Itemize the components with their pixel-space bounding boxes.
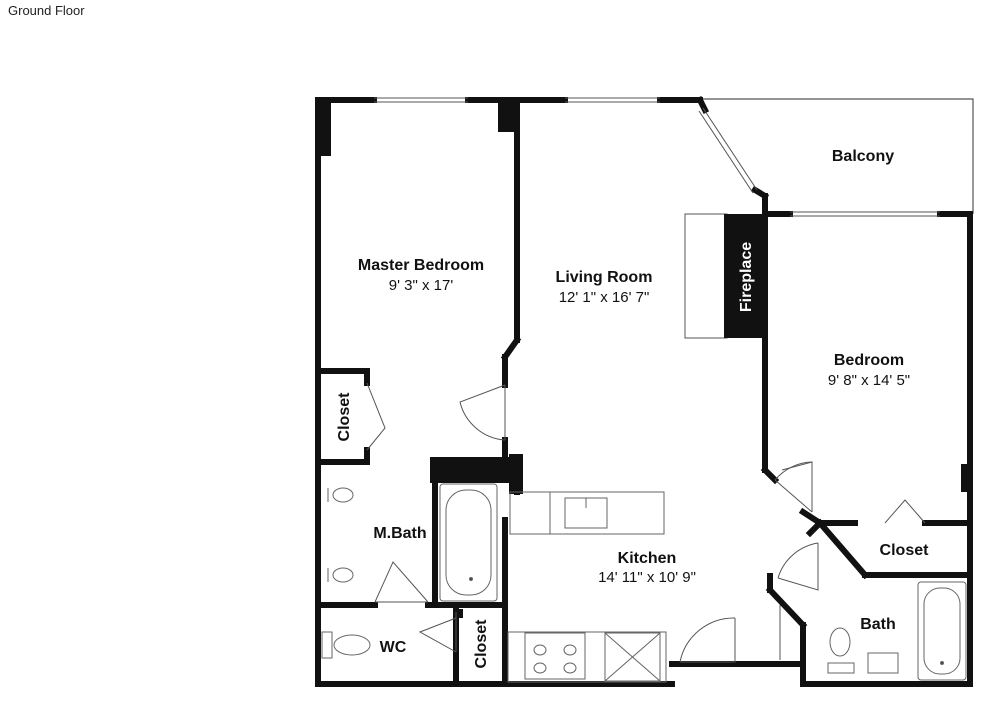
sink-icon (327, 487, 899, 674)
balcony-outline (700, 98, 974, 214)
kitchen-counter (507, 491, 667, 683)
master-bath-name: M.Bath (373, 525, 426, 542)
wc-closet-name: Closet (473, 619, 490, 669)
fridge-icon (604, 632, 661, 682)
bathtub-icon-2 (917, 581, 967, 681)
kitchen-name: Kitchen (618, 550, 677, 567)
doors (366, 382, 926, 663)
master-closet-name: Closet (336, 392, 353, 442)
balcony-name: Balcony (832, 148, 894, 165)
living-room-name: Living Room (556, 269, 653, 286)
fireplace: Fireplace (684, 213, 765, 339)
wc-name: WC (380, 639, 407, 656)
stove-icon (524, 632, 586, 680)
master-bedroom-dims: 9' 3" x 17' (389, 277, 454, 294)
fireplace-label: Fireplace (738, 242, 755, 312)
walls (315, 95, 973, 687)
master-bedroom-name: Master Bedroom (358, 257, 484, 274)
bedroom-dims: 9' 8" x 14' 5" (828, 372, 910, 389)
kitchen-dims: 14' 11" x 10' 9" (598, 569, 696, 586)
bedroom-closet-name: Closet (880, 542, 930, 559)
bedroom-name: Bedroom (834, 352, 904, 369)
floor-title: Ground Floor (8, 3, 85, 18)
bath-name: Bath (860, 616, 896, 633)
toilet-icon (321, 627, 855, 674)
windows (374, 97, 940, 217)
bathtub-icon (439, 483, 498, 602)
wall-blocks (315, 100, 973, 494)
living-room-dims: 12' 1" x 16' 7" (559, 289, 650, 306)
